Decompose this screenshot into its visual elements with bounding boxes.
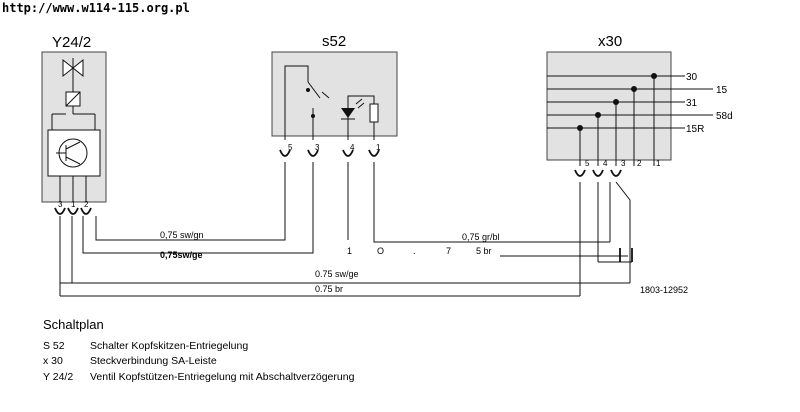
- legend-heading: Schaltplan: [43, 317, 104, 332]
- wire-label: 0.75 sw/ge: [315, 269, 359, 279]
- x30-terminal-label: 30: [686, 72, 698, 83]
- component-title-x30: x30: [598, 33, 622, 50]
- legend-code: Y 24/2: [43, 371, 73, 383]
- wire-label: 0,75sw/ge: [160, 250, 203, 260]
- legend-code: x 30: [43, 355, 63, 367]
- component-s52: s52 5 3: [271, 33, 398, 157]
- component-title-s52: s52: [322, 33, 346, 50]
- component-y24-2: Y24/2: [41, 34, 107, 215]
- led-icon: [341, 95, 375, 140]
- x30-terminal-label: 15R: [686, 124, 704, 135]
- legend-text: Steckverbindung SA-Leiste: [90, 355, 217, 367]
- x30-pin-label: 4: [603, 159, 608, 168]
- wire-label: 0,75 gr/bl: [462, 232, 500, 242]
- x30-terminal-label: 58d: [716, 111, 733, 122]
- watermark-url: http://www.w114-115.org.pl: [2, 1, 190, 15]
- wire-code-char: .: [413, 246, 416, 256]
- y24-2-pin-label: 1: [71, 200, 76, 209]
- wire-code-char: 7: [446, 246, 451, 256]
- x30-pin-label: 1: [656, 159, 661, 168]
- x30-pin-label: 2: [637, 159, 642, 168]
- transistor-icon: [47, 129, 101, 177]
- x30-terminal-label: 31: [686, 98, 698, 109]
- x30-pin-label: 5: [585, 159, 590, 168]
- component-x30: x30 30 15 31 58d 15R 5 4 3 2: [546, 33, 733, 177]
- wire-code-char: 1: [347, 246, 352, 256]
- wire-harness: [59, 162, 633, 297]
- wire-code-char: O: [377, 246, 384, 256]
- wire-label: 0,75 sw/gn: [160, 230, 204, 240]
- s52-pin-label: 5: [288, 143, 293, 152]
- y24-2-pin-label: 2: [84, 200, 89, 209]
- legend: Schaltplan S 52 Schalter Kopfskitzen-Ent…: [43, 317, 355, 383]
- wire-label: 0.75 br: [315, 284, 343, 294]
- drawing-number: 1803-12952: [640, 285, 688, 295]
- component-title-y24-2: Y24/2: [52, 34, 91, 51]
- legend-code: S 52: [43, 340, 65, 352]
- x30-terminal-label: 15: [716, 85, 728, 96]
- y24-2-connector: 3 1 2: [54, 200, 92, 215]
- legend-text: Schalter Kopfskitzen-Entriegelung: [90, 340, 248, 352]
- s52-pin-label: 1: [376, 143, 381, 152]
- component-x30-housing: [546, 51, 672, 161]
- s52-pin-label: 3: [315, 143, 320, 152]
- valve-icon: [51, 58, 96, 130]
- component-s52-housing: [271, 51, 398, 137]
- s52-pin-label: 4: [350, 143, 355, 152]
- switch-icon: [284, 65, 330, 140]
- s52-connector: 5 3 4 1: [279, 143, 381, 157]
- wire-label: 5 br: [476, 246, 492, 256]
- resistor-icon: [369, 103, 379, 140]
- x30-pin-label: 3: [621, 159, 626, 168]
- y24-2-pin-label: 3: [58, 200, 63, 209]
- x30-connector: 5 4 3 2 1: [574, 159, 661, 177]
- legend-text: Ventil Kopfstützen-Entriegelung mit Absc…: [90, 371, 355, 383]
